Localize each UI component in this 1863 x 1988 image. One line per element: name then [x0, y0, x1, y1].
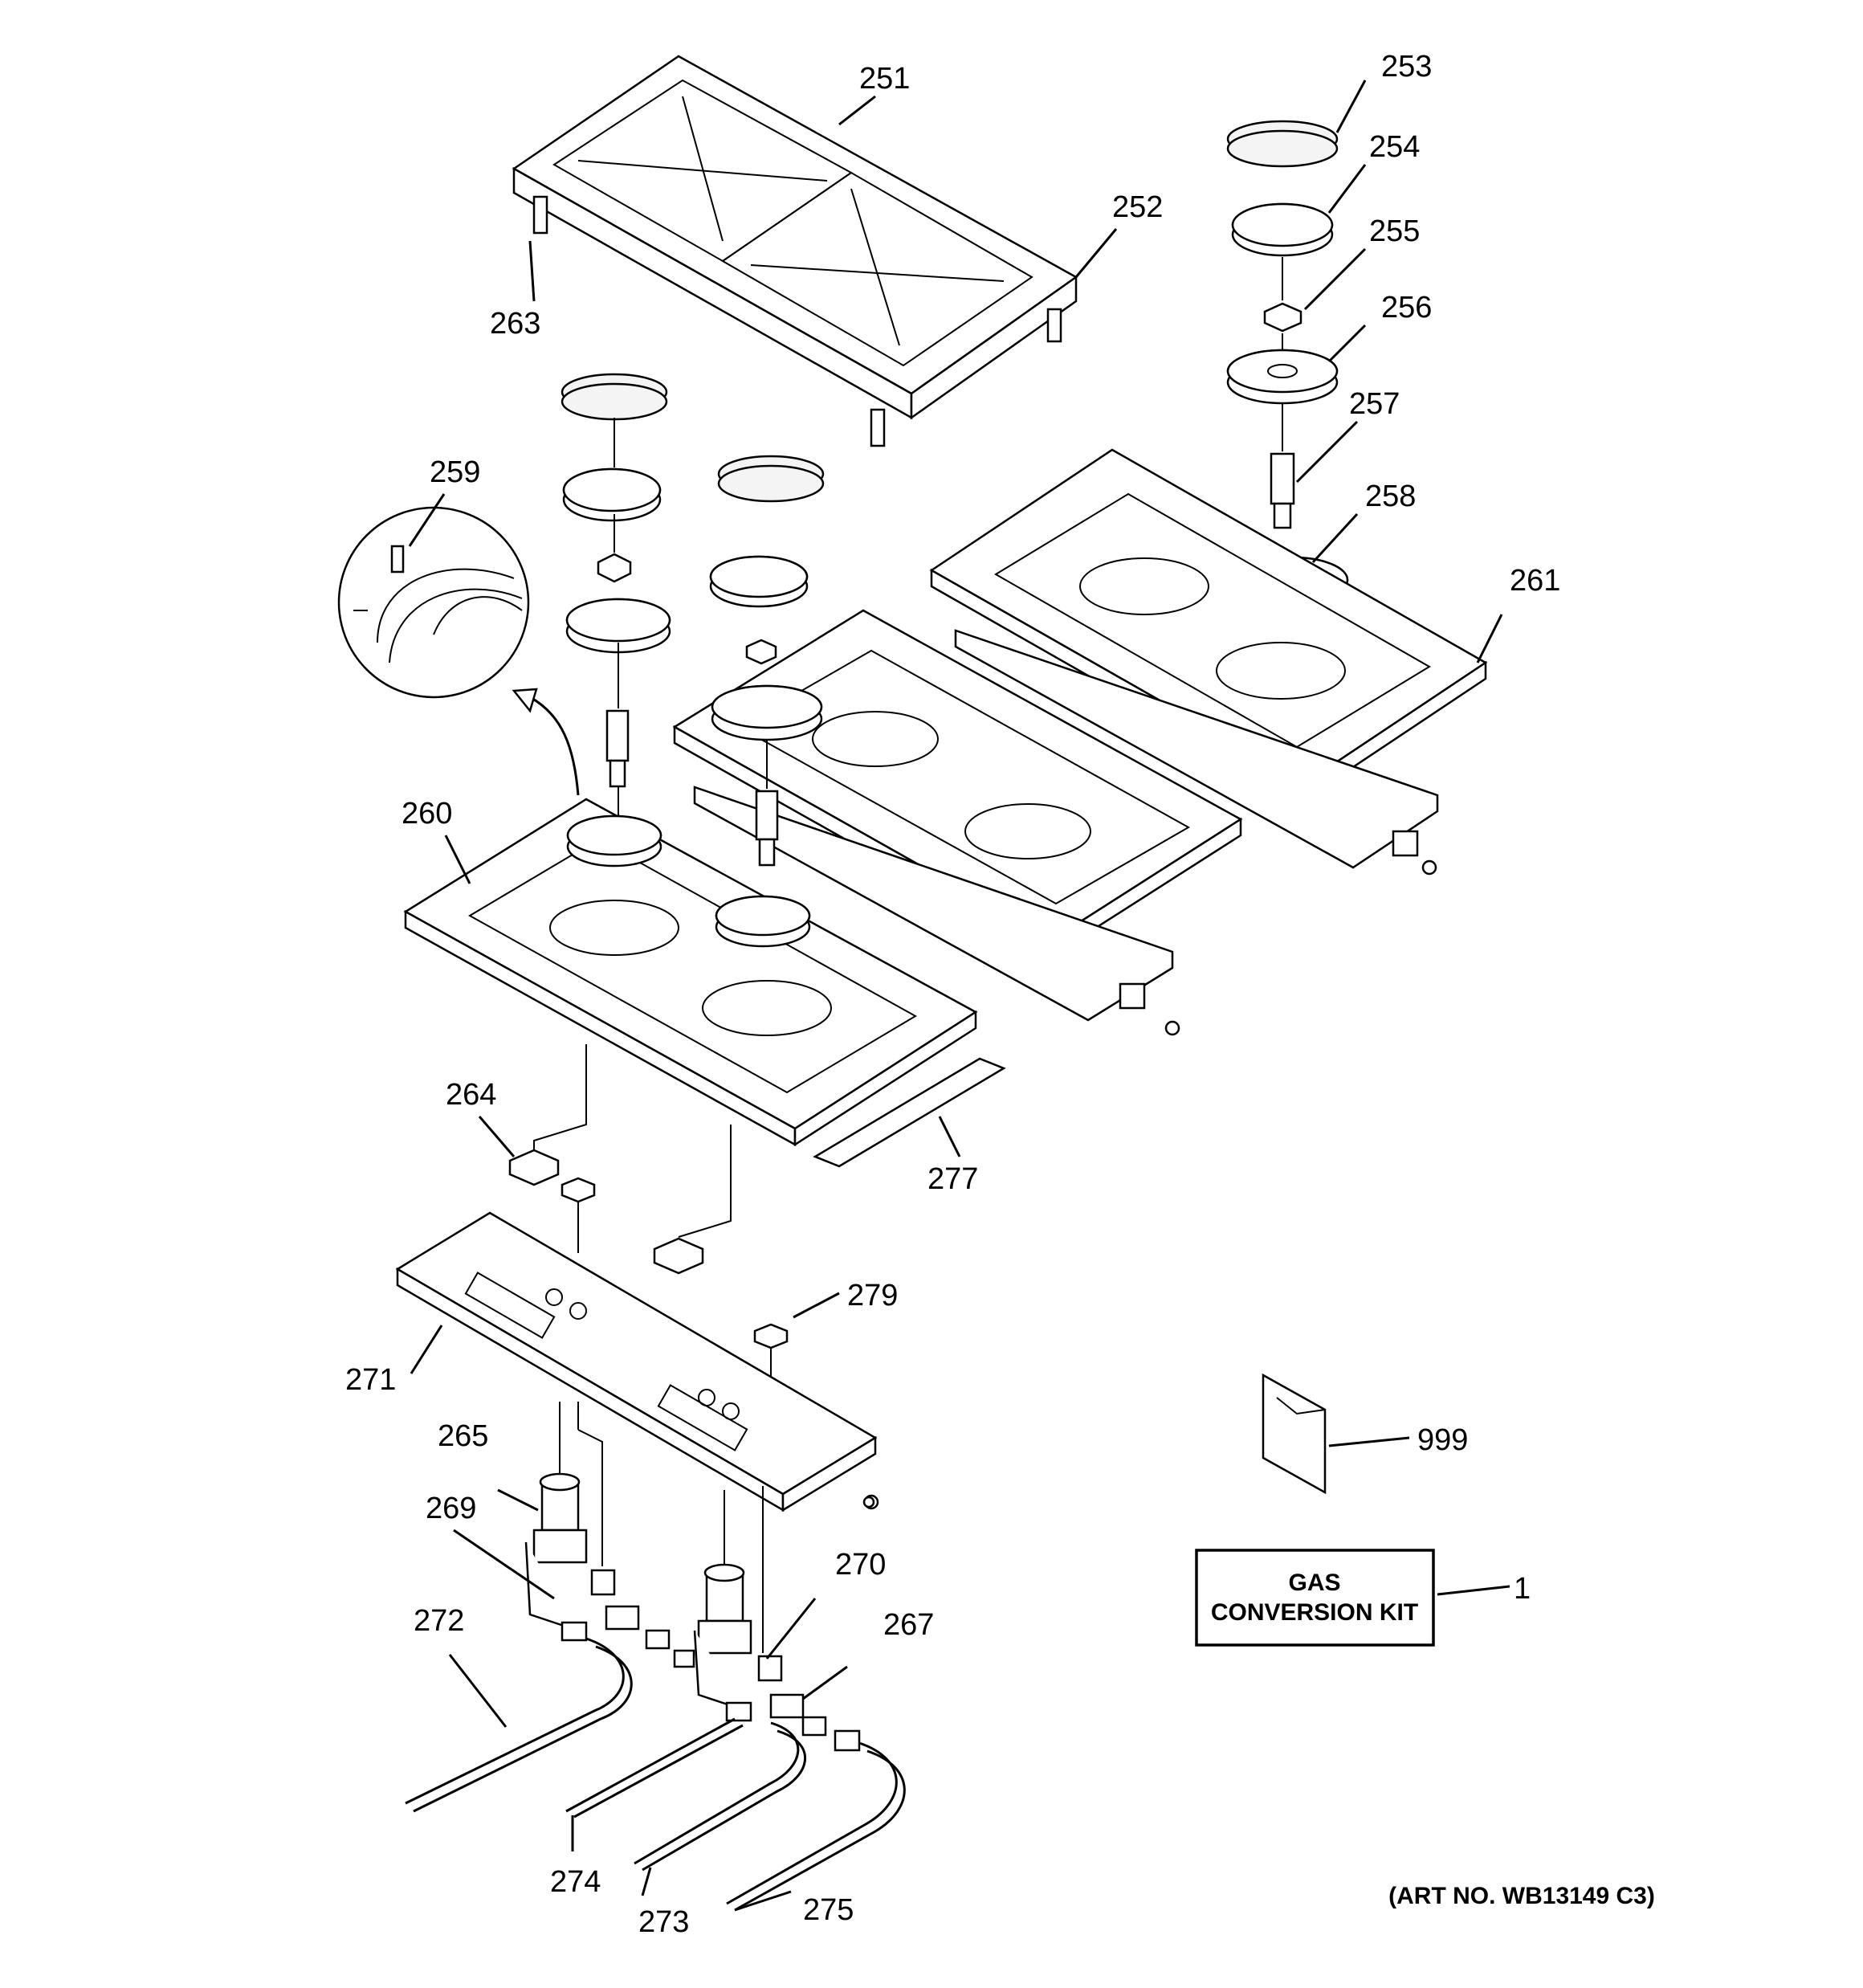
callout-254: 254 — [1369, 130, 1420, 164]
callout-275: 275 — [803, 1893, 854, 1927]
literature-999 — [1262, 1373, 1327, 1495]
middle-burner-stacks — [561, 373, 825, 867]
callout-261: 261 — [1510, 564, 1560, 598]
callout-labels: 251 252 253 254 255 256 257 258 259 260 … — [345, 50, 1560, 1939]
callout-267: 267 — [883, 1608, 934, 1642]
callout-273: 273 — [638, 1905, 689, 1939]
callout-274: 274 — [550, 1865, 601, 1899]
callout-271: 271 — [345, 1363, 396, 1397]
callout-279: 279 — [847, 1279, 898, 1312]
strip-277 — [813, 1057, 1006, 1168]
callout-277: 277 — [927, 1162, 978, 1196]
art-number: (ART NO. WB13149 C3) — [1388, 1883, 1655, 1909]
burner-box-middle — [672, 609, 1243, 1036]
gas-tubing — [405, 1637, 906, 1912]
callout-264: 264 — [446, 1078, 496, 1112]
callout-260: 260 — [402, 797, 452, 831]
nuts — [508, 1044, 789, 1382]
kit-line-1: GAS — [1288, 1570, 1340, 1596]
callout-256: 256 — [1381, 291, 1432, 325]
gas-conversion-kit-box: GAS CONVERSION KIT — [1195, 1549, 1435, 1647]
kit-line-2: CONVERSION KIT — [1211, 1599, 1418, 1626]
callout-253: 253 — [1381, 50, 1432, 84]
valves-and-fittings — [524, 1402, 875, 1752]
burner-box-260 — [403, 798, 978, 1147]
callout-258: 258 — [1365, 480, 1416, 513]
bracket-271 — [395, 1211, 879, 1512]
callout-259: 259 — [430, 455, 480, 489]
callout-265: 265 — [438, 1419, 488, 1453]
callout-252: 252 — [1112, 190, 1163, 224]
callout-999: 999 — [1417, 1423, 1468, 1457]
grate-251 — [512, 55, 1078, 447]
callout-257: 257 — [1349, 387, 1400, 421]
callout-263: 263 — [490, 307, 540, 341]
callout-255: 255 — [1369, 214, 1420, 248]
burner-box-261 — [929, 448, 1488, 876]
detail-view-259 — [337, 506, 580, 796]
callout-272: 272 — [414, 1604, 464, 1638]
leader-lines — [408, 80, 1510, 1912]
callout-270: 270 — [835, 1548, 886, 1582]
callout-1: 1 — [1514, 1572, 1531, 1606]
callout-251: 251 — [859, 62, 910, 96]
callout-269: 269 — [426, 1492, 476, 1525]
